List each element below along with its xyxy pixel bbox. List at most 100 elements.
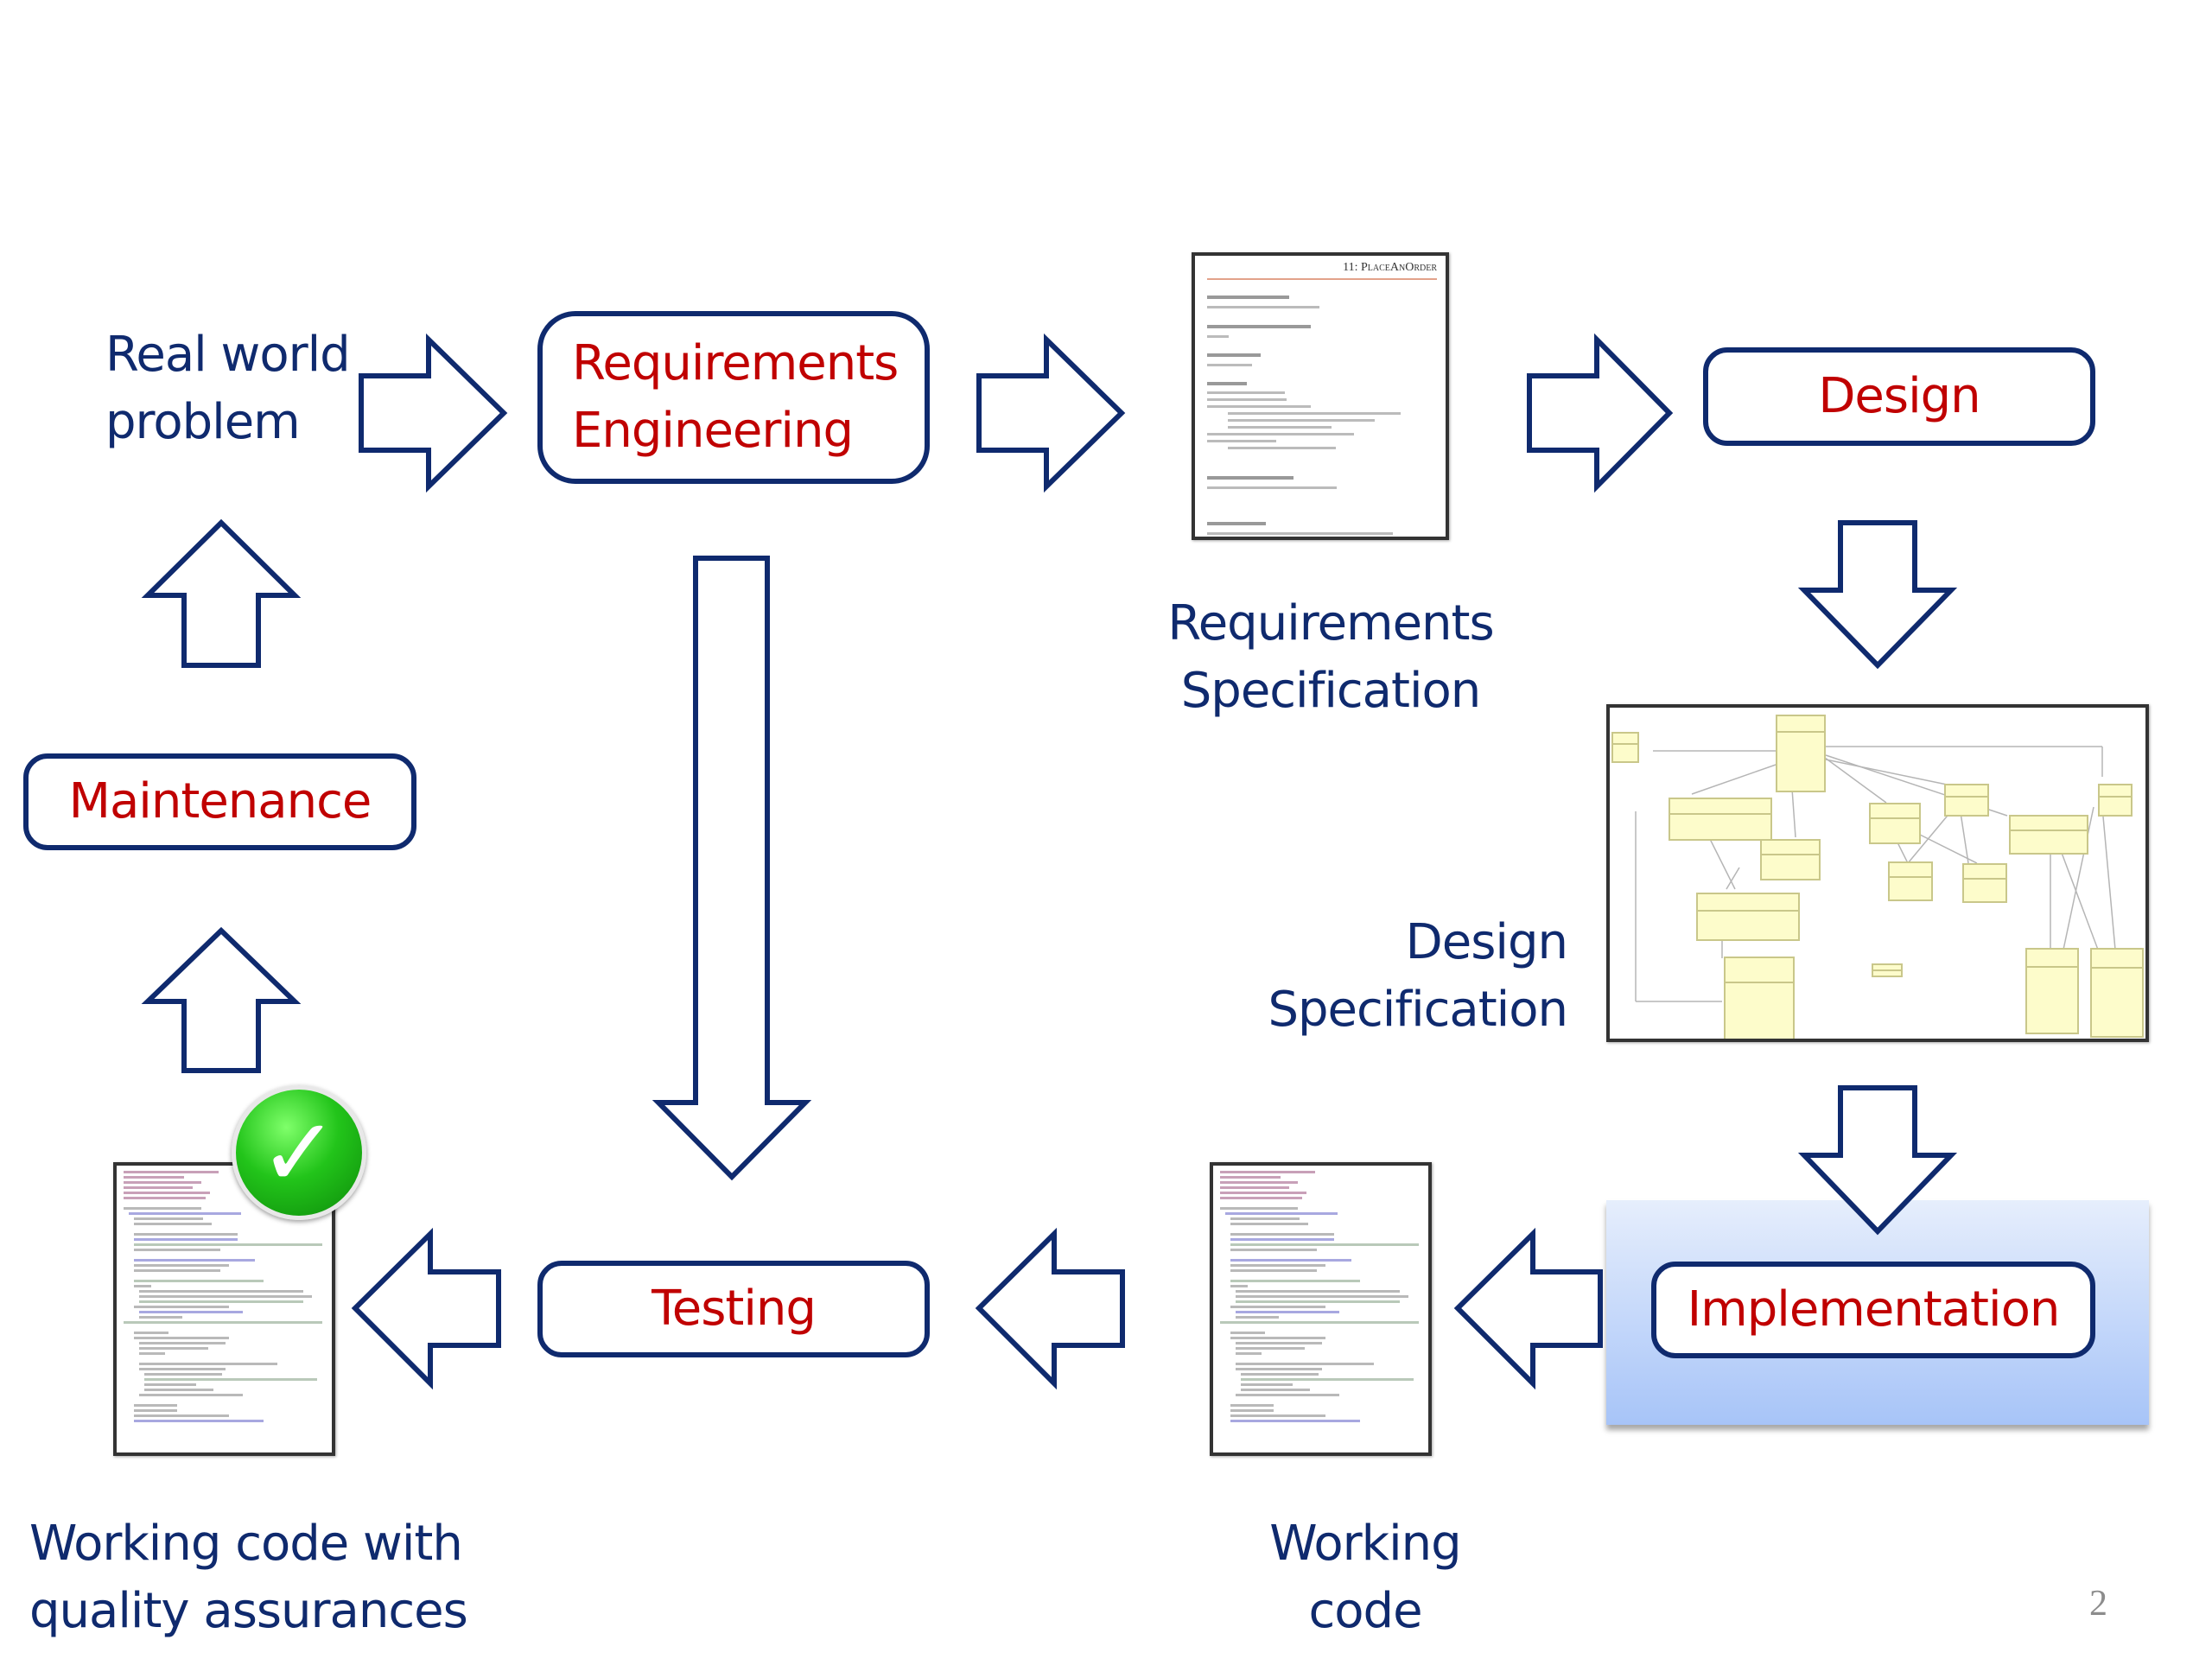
code-line [1241,1389,1310,1391]
code-line [124,1197,206,1199]
code-line [139,1363,277,1365]
doc-text-line [1207,440,1276,442]
uml-class-box [2098,784,2133,817]
uml-class-box [2009,815,2088,855]
uml-class-box [1944,784,1989,817]
code-line [134,1280,264,1282]
design-stage[interactable]: Design [1703,347,2095,446]
doc-text-line [1228,426,1332,429]
doc-text-line [1207,364,1252,366]
doc-heading-line [1207,382,1247,385]
doc-text-line [1207,335,1229,338]
code-line [1230,1420,1360,1422]
code-line [134,1223,212,1225]
doc-text-line [1207,486,1337,489]
label-line: Real world [105,327,351,383]
doc-text-line [1207,532,1393,535]
requirements-document-thumbnail: 11: PlaceAnOrder [1192,252,1449,540]
doc-text-line [1207,398,1287,401]
testing-stage[interactable]: Testing [537,1261,930,1357]
code-line [134,1259,255,1262]
label-line: quality assurances [29,1583,468,1639]
code-line [139,1394,243,1396]
code-line [124,1186,193,1189]
code-line [1230,1269,1317,1272]
code-line [1230,1223,1308,1225]
arrow-left-icon [351,1227,501,1390]
code-line [1220,1176,1281,1179]
code-line [144,1373,222,1376]
code-line [134,1243,322,1246]
stage-label: Testing [652,1281,817,1337]
uml-class-box [2090,948,2144,1038]
code-line [134,1414,229,1417]
doc-text-line [1207,306,1319,308]
document-title: 11: PlaceAnOrder [1343,261,1437,274]
code-line [134,1306,229,1308]
code-line [1230,1264,1325,1267]
arrow-up-icon [141,926,302,1073]
code-line [124,1321,322,1324]
working-code-label: Working code [1192,1510,1538,1645]
code-line [124,1181,201,1184]
doc-heading-line [1207,522,1266,525]
label-line: Specification [1268,982,1568,1038]
label-line: Design [1405,914,1568,970]
code-line [139,1368,226,1370]
uml-class-box [2025,948,2079,1034]
document-rule [1207,278,1437,280]
code-line [1230,1306,1325,1308]
arrow-down-icon [1797,1085,1958,1236]
code-line [1236,1363,1374,1365]
code-line [1236,1316,1279,1319]
code-line [139,1311,243,1313]
code-line [1230,1414,1325,1417]
design-diagram-thumbnail [1606,704,2149,1042]
doc-text-line [1228,419,1375,422]
real-world-problem-label: Real world problem [105,321,351,456]
arrow-down-icon [1797,520,1958,670]
code-line [1236,1290,1400,1293]
code-line [1220,1197,1302,1199]
design-specification-label: Design Specification [1210,909,1568,1044]
doc-text-line [1207,433,1354,435]
requirements-engineering-stage[interactable]: Requirements Engineering [537,311,930,484]
code-line [1236,1300,1400,1303]
check-glyph: ✓ [258,1097,340,1208]
page-number: 2 [2089,1584,2107,1624]
uml-class-box [1696,893,1800,941]
code-line [134,1269,220,1272]
code-line [1225,1212,1338,1215]
uml-class-box [1962,863,2007,903]
code-line [144,1389,213,1391]
doc-heading-line [1207,296,1289,299]
requirements-specification-label: Requirements Specification [1158,590,1503,725]
working-code-qa-label: Working code with quality assurances [29,1510,468,1645]
label-line: Requirements [1167,595,1494,652]
label-line: Working [1269,1516,1461,1572]
code-line [134,1238,238,1241]
code-line [1220,1186,1289,1189]
stage-label: Implementation [1687,1281,2061,1338]
code-line [129,1212,241,1215]
code-line [139,1300,303,1303]
code-line [1241,1373,1319,1376]
doc-heading-line [1207,353,1261,357]
uml-associations [1635,746,2116,1002]
label-line: problem [105,394,301,450]
code-line [1220,1321,1419,1324]
maintenance-stage[interactable]: Maintenance [23,753,416,850]
doc-text-line [1207,405,1311,408]
label-line: code [1308,1583,1422,1639]
implementation-stage[interactable]: Implementation [1651,1262,2095,1358]
doc-text-line [1228,412,1401,415]
code-line [1230,1249,1317,1251]
uml-class-box [1611,732,1639,763]
code-line [124,1176,184,1179]
stage-label: Maintenance [68,773,372,830]
arrow-down-long-icon [652,556,812,1181]
code-line [1236,1347,1305,1350]
code-line [1220,1207,1298,1210]
arrow-up-icon [141,518,302,668]
code-line [1220,1192,1306,1194]
